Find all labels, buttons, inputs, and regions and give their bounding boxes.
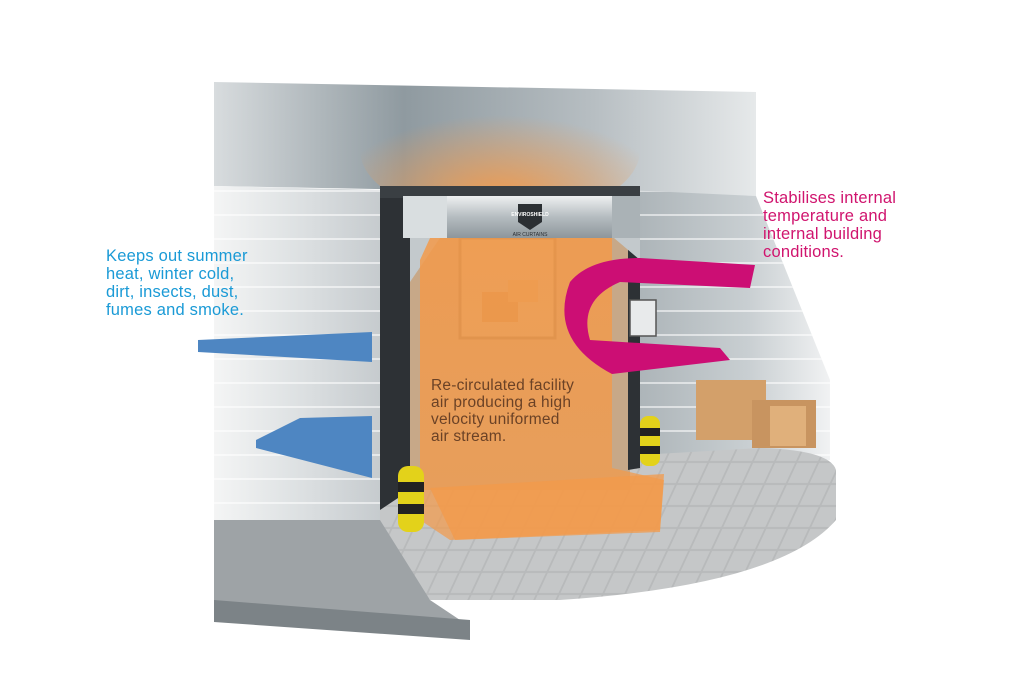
- box-3: [770, 406, 806, 446]
- unit-logo-text: ENVIROSHIELD: [511, 212, 549, 218]
- door-frame-top: [380, 186, 640, 198]
- outside-air-lower: [256, 416, 372, 478]
- label-stabilises: Stabilises internal temperature and inte…: [763, 189, 896, 261]
- label-center-line: velocity uniformed: [431, 411, 560, 428]
- floor-shadow: [214, 520, 460, 620]
- air-stream-floor-arrow: [430, 474, 664, 540]
- unit-end-right: [612, 196, 640, 238]
- unit-end-left: [403, 196, 447, 238]
- label-left-line: heat, winter cold,: [106, 265, 235, 283]
- label-keeps-out: Keeps out summer heat, winter cold, dirt…: [106, 247, 248, 319]
- bracket-right: [614, 238, 640, 260]
- label-center-line: Re-circulated facility: [431, 377, 575, 394]
- air-stream: [420, 238, 664, 540]
- inside-air-arrow: [564, 258, 755, 374]
- label-right-line: internal building: [763, 225, 882, 243]
- label-center-line: air stream.: [431, 428, 507, 445]
- label-right-line: conditions.: [763, 243, 845, 261]
- door-frame-left: [380, 190, 410, 510]
- label-right-line: Stabilises internal: [763, 189, 897, 207]
- label-recirculated: Re-circulated facility air producing a h…: [431, 377, 574, 445]
- outside-air-upper: [198, 332, 372, 362]
- wall-sign: [629, 299, 657, 337]
- label-left-line: fumes and smoke.: [106, 301, 245, 319]
- label-left-line: dirt, insects, dust,: [106, 283, 239, 301]
- label-right-line: temperature and: [763, 207, 888, 225]
- bollard-right: [640, 416, 660, 466]
- label-left-line: Keeps out summer: [106, 247, 248, 265]
- floor-edge: [214, 600, 470, 640]
- unit-logo: ENVIROSHIELD AIR CURTAINS: [511, 204, 549, 238]
- air-glow: [360, 80, 640, 220]
- unit-caption: AIR CURTAINS: [513, 232, 548, 238]
- label-center-line: air producing a high: [431, 394, 572, 411]
- bollard-left: [398, 466, 424, 532]
